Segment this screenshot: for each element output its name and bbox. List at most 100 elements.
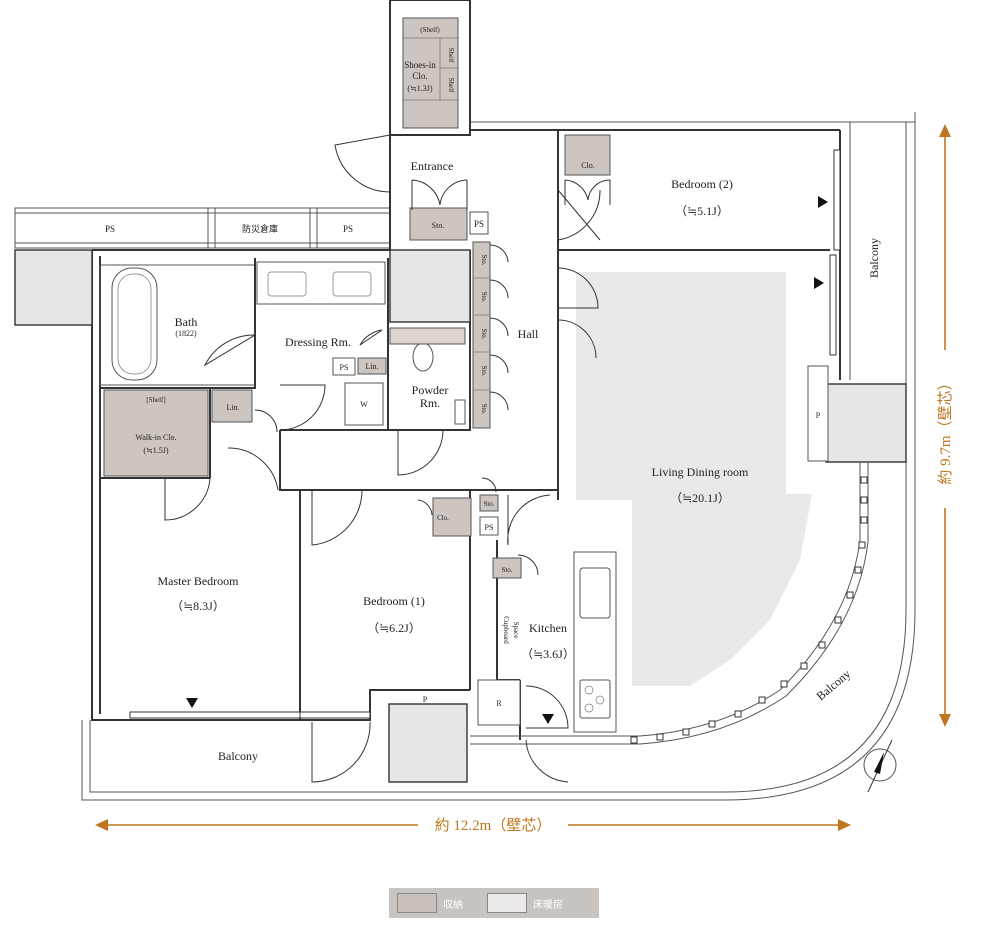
shoes-closet-detail	[403, 37, 458, 101]
shoes-shelf-side-1: Shelf	[447, 48, 455, 63]
bathtub	[111, 267, 158, 381]
balcony-curve: Balcony	[814, 667, 854, 703]
window-markers	[186, 196, 828, 724]
window-mullion	[734, 710, 742, 718]
window-mullion	[800, 662, 808, 670]
ps-box-hall	[479, 516, 499, 536]
window-mullion	[656, 733, 664, 741]
bath-name: Bath	[175, 315, 198, 329]
kitchen-sink	[579, 567, 611, 619]
shoes-shelf-top: (Shelf)	[420, 26, 440, 34]
window-mullion	[780, 680, 788, 688]
window-mullion	[834, 616, 842, 624]
window-mullion	[846, 591, 854, 599]
bedroom1-size: （≒6.2J）	[367, 621, 421, 635]
window-bedroom2	[833, 149, 841, 251]
balcony-bottom: Balcony	[218, 749, 258, 763]
toilet-bowl	[412, 342, 434, 372]
walkin-size: (≒1.5J)	[143, 446, 168, 455]
powder-name-2: Rm.	[420, 396, 440, 410]
pillar-center	[389, 249, 471, 323]
kitchen-size: （≒3.6J）	[521, 647, 575, 661]
legend-storage-label: 収納	[443, 899, 463, 911]
p-bottom: P	[423, 695, 428, 704]
balcony-right: Balcony	[867, 238, 881, 278]
compass-icon	[863, 739, 897, 793]
pillar-bottom	[388, 703, 468, 783]
window-mullion	[758, 696, 766, 704]
legend-floor-heating: 床暖房	[487, 893, 563, 913]
vanity-sink-right	[332, 271, 372, 297]
lin-walkin: Lin.	[226, 403, 239, 412]
ps-entrance: PS	[474, 219, 484, 229]
window-mullion	[818, 641, 826, 649]
window-mullion	[860, 476, 868, 484]
powder-sink	[454, 399, 466, 425]
legend-storage: 収納	[397, 893, 463, 913]
ps-corridor-right: PS	[343, 224, 353, 234]
bedroom2-size: （≒5.1J）	[675, 204, 729, 218]
pillar-left	[14, 249, 93, 326]
shoes-size: (≒1.3J)	[407, 84, 432, 93]
burner-3	[584, 703, 594, 713]
refrigerator	[477, 679, 521, 726]
sto-hall-4: Sto.	[480, 365, 488, 376]
window-bottom-left	[129, 711, 301, 719]
kitchen-stove	[579, 679, 611, 719]
bedroom1-name: Bedroom (1)	[363, 594, 425, 608]
cupboard-2: Space	[512, 622, 520, 639]
clo-bedroom2: Clo.	[581, 161, 595, 170]
entrance-label: Entrance	[411, 159, 454, 173]
bathtub-inner	[117, 273, 152, 375]
living-size: （≒20.1J）	[670, 491, 730, 505]
hall-storage-dividers	[473, 277, 490, 391]
burner-1	[584, 685, 594, 695]
master-name: Master Bedroom	[158, 574, 240, 588]
vanity-counter	[256, 261, 386, 305]
clo-bedroom1: Clo.	[437, 514, 449, 522]
walkin-shelf: [Shelf]	[146, 396, 165, 404]
burner-2	[595, 695, 605, 705]
bousai-label: 防災倉庫	[242, 223, 278, 234]
window-mullion	[860, 516, 868, 524]
main-walls	[14, 0, 841, 740]
ps-hall: PS	[485, 523, 494, 532]
cupboard-1: Cupboard	[502, 616, 510, 644]
floor-heating-area	[576, 272, 812, 686]
bath-size: (1822)	[175, 329, 197, 338]
legend: 収納 床暖房	[389, 888, 599, 918]
dimension-height	[939, 124, 951, 727]
storage-areas	[103, 17, 615, 671]
window-mullion	[854, 566, 862, 574]
dimension-height-label: 約 9.7m（壁芯）	[937, 375, 954, 484]
dimension-width-label: 約 12.2m（壁芯）	[435, 817, 552, 834]
p-box-right	[807, 365, 829, 462]
sto-hall-1: Sto.	[480, 254, 488, 265]
lin-dressing: Lin.	[365, 362, 378, 371]
dressing-name: Dressing Rm.	[285, 335, 351, 349]
sto-entrance: Sto.	[432, 221, 445, 230]
window-mullion	[682, 728, 690, 736]
powder-name-1: Powder	[412, 383, 449, 397]
window-bottom-mid	[299, 711, 371, 719]
shoes-name-2: Clo.	[412, 71, 427, 81]
window-mullion	[858, 541, 866, 549]
ps-box-dressing	[332, 357, 356, 376]
ps-dressing: PS	[340, 363, 349, 372]
bedroom2-name: Bedroom (2)	[671, 177, 733, 191]
window-mullion	[860, 496, 868, 504]
r-label: R	[496, 699, 502, 708]
hall-name: Hall	[518, 327, 539, 341]
legend-storage-swatch	[397, 893, 437, 913]
dimension-width	[95, 819, 851, 831]
doors	[164, 134, 611, 783]
sto-kitchen: Sto.	[501, 566, 512, 574]
ps-corridor-left: PS	[105, 224, 115, 234]
kitchen-name: Kitchen	[529, 621, 567, 635]
shoes-shelf-side-2: Shelf	[447, 78, 455, 93]
shoes-name-1: Shoes-in	[404, 60, 436, 70]
window-mullion	[708, 720, 716, 728]
sto-hall-2: Sto.	[480, 291, 488, 302]
window-mullions	[630, 476, 868, 744]
